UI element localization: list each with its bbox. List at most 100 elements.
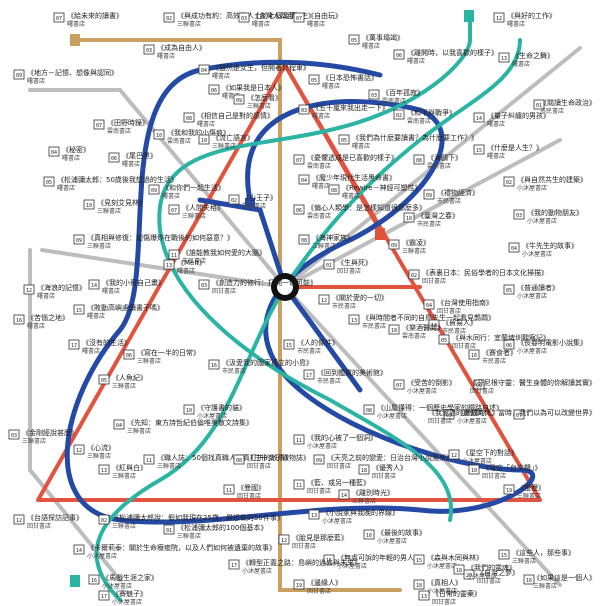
station-code: 02 <box>101 518 107 524</box>
station-marker <box>323 554 335 565</box>
station-label: 《敗動高嶼慮讀書子嗎》 <box>87 303 164 312</box>
station-publisher: 回甘書店 <box>292 542 316 550</box>
station: 07《憂懼透成是已喜歡的樣子》雲南書店 <box>293 153 398 170</box>
station-code: 09 <box>446 413 452 419</box>
station-publisher: 三聯書店 <box>352 497 376 505</box>
station: 05《日本恐怖書話》曙書店 <box>308 73 378 90</box>
station-label: 《松浦彌太郎說：假如我現在25歲，最想做的50件事》 <box>112 513 284 522</box>
station-publisher: 雲南書店 <box>407 117 431 125</box>
station-publisher: 雲南書店 <box>382 97 406 105</box>
station-label: 《芬尼根守靈：醫生身體的你解讀其實》 <box>470 378 596 387</box>
station-code: 10 <box>86 203 92 209</box>
station-marker <box>503 284 515 295</box>
station-code: 07 <box>516 413 522 419</box>
station-publisher: 回甘書店 <box>477 577 501 585</box>
station: 05《普通讀者》小沐屋書店 <box>503 283 559 300</box>
station-marker <box>8 429 20 440</box>
station-code: 07 <box>296 16 302 22</box>
station-label: 《無處可訴的年輕的男人》 <box>337 553 421 562</box>
station-label: 《我和我的小傷痕》 <box>167 128 230 137</box>
station-code: 09 <box>426 193 432 199</box>
station: 15《這些人，那些事》三聯書店 <box>498 548 575 565</box>
station-publisher: 小沐屋書店 <box>337 562 367 570</box>
station-code: 03 <box>516 213 522 219</box>
station-label: 《金剛經說甚麼》 <box>22 428 78 437</box>
station-label: 《生與死》 <box>337 258 372 267</box>
station-publisher: 三聯書店 <box>533 582 557 590</box>
station-code: 13 <box>311 513 317 519</box>
station-code: 15 <box>501 553 507 559</box>
station: 10《臺灣之春》市民書店 <box>403 211 459 228</box>
station-marker <box>523 574 535 585</box>
station-publisher: 曙書店 <box>487 120 505 128</box>
station: 13《生命之舞》曙書店 <box>498 51 554 68</box>
station-label: 《胎見是那麼藍》 <box>292 533 348 542</box>
station-publisher: 三聯書店 <box>97 207 121 215</box>
station-label: 《我的心被了一個洞》 <box>307 433 377 442</box>
station-publisher: 小沐屋書店 <box>112 598 142 606</box>
station-publisher: 小沐屋書店 <box>102 582 132 590</box>
station-publisher: 小沐屋書店 <box>427 562 457 570</box>
station-label: 《苦惱之地》 <box>27 313 69 322</box>
station-code: 05 <box>441 338 447 344</box>
station-publisher: 市民書店 <box>437 197 461 205</box>
station: 17《沒有的生活》曙書店 <box>68 338 131 355</box>
station: 02《和平與戰爭》雲南書店 <box>393 108 456 125</box>
gold-line <box>78 38 402 592</box>
station-publisher: 回甘書店 <box>212 287 236 295</box>
station-marker <box>388 324 400 335</box>
station: 12《海浪的記憶》曙書店 <box>23 283 86 300</box>
station-publisher: 小沐屋書店 <box>522 250 552 258</box>
station-code: 06 <box>211 88 217 94</box>
station-publisher: 曙書店 <box>57 184 75 192</box>
station: 16《最後的故事》小沐屋書店 <box>363 528 426 545</box>
station-marker <box>238 12 250 23</box>
station-publisher: 小沐屋書店 <box>517 292 547 300</box>
station-publisher: 曙書店 <box>507 20 525 28</box>
station-publisher: 三聯書店 <box>177 532 201 540</box>
blue-line <box>64 59 536 525</box>
station-label: 《和平與戰爭》 <box>407 108 456 117</box>
station-marker <box>23 284 35 295</box>
station-code: 08 <box>331 188 337 194</box>
station-label: 《表裏日本：民俗學者的日本文化掃描》 <box>422 268 548 277</box>
station: 12《心流》三聯書店 <box>73 443 115 460</box>
station: 14《我的小冊自己畫》曙書店 <box>88 278 165 295</box>
station-label: 《長春明電影小說集》 <box>517 338 587 347</box>
station-publisher: 回甘書店 <box>247 462 271 470</box>
station-code: 09 <box>316 458 322 464</box>
station: 09《天亮之前的戀愛：日治台灣小說風景》回甘書店 <box>313 453 453 470</box>
station-label: 《真相與修復：創傷爆炸在戰後的如何惡意？》 <box>87 233 234 242</box>
station-publisher: 小沐屋書店 <box>242 567 272 575</box>
station-marker <box>93 119 105 130</box>
station-marker <box>318 294 330 305</box>
station: 09《變成的人》小沐屋書店 <box>443 408 499 425</box>
station-publisher: 曙書店 <box>122 160 140 168</box>
station: 09《怎麼看》三聯書店 <box>233 93 282 110</box>
station-publisher: 雲南書店 <box>167 137 191 145</box>
station: 08《山屋懂得：一個歷史學家的鐵路自述》小沐屋書店 <box>363 403 503 420</box>
station-code: 05 <box>101 378 107 384</box>
station-code: 08 <box>236 458 242 464</box>
station: 18《真相人》小沐屋書店 <box>413 578 462 595</box>
station-marker <box>153 129 165 140</box>
station-marker <box>298 174 310 185</box>
station-code: 10 <box>186 408 192 414</box>
station-marker <box>278 534 290 545</box>
station-marker <box>363 404 375 415</box>
station: 03《成為自由人》曙書店 <box>143 43 206 60</box>
station: 09《地方－記憶、想像與認同》曙書店 <box>13 68 118 85</box>
station: 11《誰能教我如何愛的大腦》市民書店 <box>168 248 266 265</box>
station-marker <box>233 454 245 465</box>
line-terminal-marker <box>375 228 385 240</box>
station-code: 16 <box>526 578 532 584</box>
station-marker <box>98 514 110 525</box>
station: 01《閱讀生命政治》市民書店 <box>533 98 596 115</box>
station: 10《彎空「台文聲」》回甘書店 <box>468 463 542 480</box>
station-marker <box>198 279 210 290</box>
station-code: 01 <box>166 528 172 534</box>
station-label: 《與好的工作》 <box>507 11 556 20</box>
station-marker <box>293 204 305 215</box>
hub-ring-icon <box>271 273 299 301</box>
station-marker <box>113 419 125 430</box>
